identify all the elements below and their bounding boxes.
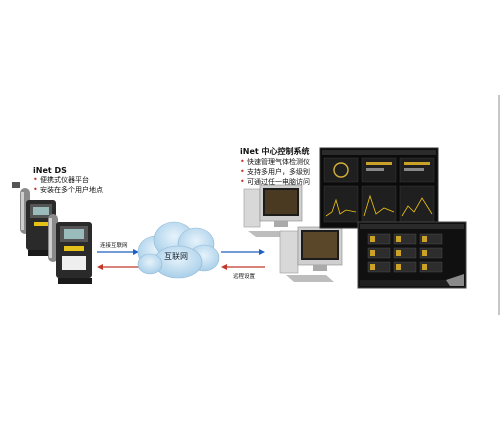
ds-bullet-2: 安装在多个用户地点 <box>33 185 103 195</box>
ds-title: iNet DS <box>33 166 67 175</box>
computers-illustration <box>243 184 343 282</box>
docking-station-back <box>12 182 56 256</box>
control-bullet-1: 快速管理气体检测仪 <box>240 157 310 167</box>
control-title: iNet 中心控制系统 <box>240 147 310 156</box>
arrow-from-computers-head <box>221 264 227 270</box>
ds-text-block: iNet DS 便携式仪器平台 安装在多个用户地点 <box>33 166 103 195</box>
arrow-from-cloud-head <box>97 264 103 270</box>
ds-bullet-list: 便携式仪器平台 安装在多个用户地点 <box>33 175 103 195</box>
docking-station-front <box>48 214 92 284</box>
cloud-label: 互联网 <box>164 252 188 261</box>
left-flow-arrows <box>97 249 139 270</box>
right-flow-arrows <box>221 249 265 270</box>
dashboard-screen-back <box>319 147 439 229</box>
flow-label-internet-connect: 连接互联网 <box>100 243 128 249</box>
flow-label-remote-setup: 远程设置 <box>233 274 256 280</box>
page-edge-divider <box>498 95 500 315</box>
computer-back <box>243 184 303 237</box>
computer-front <box>279 226 343 282</box>
docking-stations-illustration <box>12 182 92 284</box>
control-text-block: iNet 中心控制系统 快速管理气体检测仪 支持多用户，多级别 可通过任一电脑访… <box>240 146 310 187</box>
control-bullet-list: 快速管理气体检测仪 支持多用户，多级别 可通过任一电脑访问 <box>240 157 310 187</box>
control-bullet-3: 可通过任一电脑访问 <box>240 177 310 187</box>
arrow-to-cloud-head <box>133 249 139 255</box>
dashboard-screens <box>319 147 467 289</box>
arrow-to-computers-head <box>259 249 265 255</box>
ds-bullet-1: 便携式仪器平台 <box>33 175 103 185</box>
internet-cloud <box>137 221 220 279</box>
control-bullet-2: 支持多用户，多级别 <box>240 167 310 177</box>
dashboard-screen-front <box>357 221 467 289</box>
